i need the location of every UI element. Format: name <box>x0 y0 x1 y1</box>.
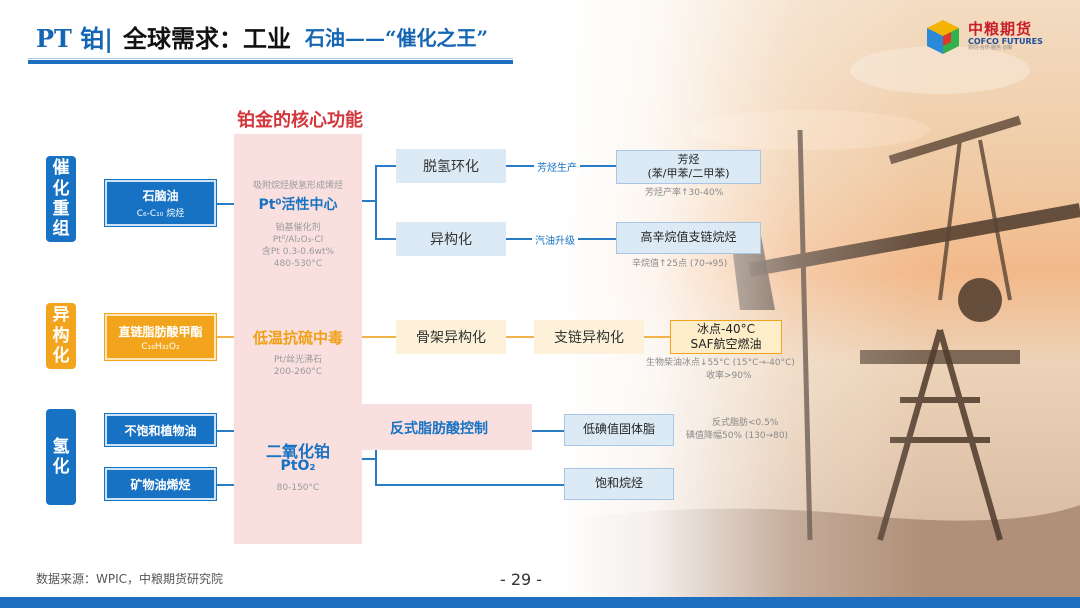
title-divider-thin <box>28 58 513 59</box>
slide-title: PT 铂| 全球需求：工业 石油——“催化之王” <box>36 16 488 56</box>
input-fame: 直链脂肪酸甲酯 C₁₆H₃₂O₂ <box>105 314 216 360</box>
connector <box>216 203 234 205</box>
title-sub: 石油——“催化之王” <box>305 25 489 50</box>
step-isomer: 异构化 <box>396 222 506 256</box>
core3-title: 二氧化铂 <box>265 442 330 461</box>
core1-detail-line: 铂基催化剂 <box>275 223 321 233</box>
title-main: 全球需求：工业 <box>123 23 291 53</box>
result-aromatic: 芳烃 (苯/甲苯/二甲苯) <box>616 150 761 184</box>
title-divider <box>28 60 513 64</box>
cofco-cube-icon <box>927 20 959 54</box>
bottom-bar <box>0 597 1080 608</box>
note-octane: 辛烷值↑25点 (70→95) <box>632 259 728 269</box>
step-skeletal: 骨架异构化 <box>396 320 506 354</box>
step-trans-fat: 反式脂肪酸控制 <box>390 421 488 437</box>
result-saf-line1: 冰点-40°C <box>697 322 755 336</box>
input-veg-oil: 不饱和植物油 <box>105 414 216 446</box>
connector <box>356 336 670 338</box>
input-fame-label: 直链脂肪酸甲酯 <box>118 324 203 339</box>
connector <box>375 484 565 486</box>
connector <box>216 336 234 338</box>
connector <box>216 484 234 486</box>
result-saf: 冰点-40°C SAF航空燃油 <box>670 320 782 354</box>
input-naphtha-sub: C₆-C₁₀ 烷烃 <box>136 209 185 219</box>
connector <box>216 430 234 432</box>
photo-fade-overlay <box>560 0 1080 608</box>
label-aromatic: 芳烃生产 <box>534 159 580 174</box>
core1-detail: 铂基催化剂 Pt⁰/Al₂O₃-Cl 含Pt 0.3-0.6wt% 480-53… <box>234 222 362 271</box>
side-label-isomer: 异构化 <box>46 303 76 369</box>
core-functions-title: 铂金的核心功能 <box>237 110 363 131</box>
step-branched: 支链异构化 <box>534 320 644 354</box>
core3-formula: PtO₂ <box>280 458 316 474</box>
core2-title: 低温抗硫中毒 <box>252 329 343 347</box>
logo-name-en: COFCO FUTURES <box>968 37 1043 47</box>
connector <box>375 430 377 485</box>
core3-detail: 80-150°C <box>276 483 320 493</box>
core-functions-column <box>234 134 362 544</box>
input-naphtha-label: 石脑油 <box>142 189 179 203</box>
logo-name-cn: 中粮期货 <box>968 20 1033 39</box>
step-dehydro: 脱氢环化 <box>396 149 506 183</box>
side-label-hydro: 氢化 <box>46 409 76 505</box>
page-number: - 29 - <box>500 570 543 589</box>
cofco-logo: 中粮期货 COFCO FUTURES 协同·合作·服务·创新 <box>924 18 1043 56</box>
core2-detail: Pt/丝光沸石 200-260°C <box>234 354 362 378</box>
logo-tagline: 协同·合作·服务·创新 <box>968 45 1013 52</box>
core1-detail-line: Pt⁰/Al₂O₃-Cl <box>272 235 324 246</box>
data-source: 数据来源：WPIC，中粮期货研究院 <box>36 572 224 586</box>
trans-fat-band <box>362 404 532 450</box>
label-gasoline: 汽油升级 <box>532 232 578 247</box>
note-trans-2: 碘值降幅50% (130→80) <box>686 431 789 441</box>
title-pt: PT 铂| <box>36 23 113 53</box>
result-aromatic-sub: (苯/甲苯/二甲苯) <box>647 167 730 180</box>
connector <box>375 165 397 167</box>
note-trans-1: 反式脂肪<0.5% <box>712 418 779 428</box>
input-veg-oil-label: 不饱和植物油 <box>124 423 197 438</box>
core2-detail-line: Pt/丝光沸石 <box>274 355 322 365</box>
input-naphtha: 石脑油 C₆-C₁₀ 烷烃 <box>105 180 216 226</box>
input-fame-sub: C₁₆H₃₂O₂ <box>141 341 180 352</box>
result-saf-line2: SAF航空燃油 <box>690 337 762 351</box>
note-saf-1: 生物柴油冰点↓55°C (15°C→-40°C) <box>646 358 795 368</box>
core1-top: 吸附烷烃脱氢形成烯烃 <box>252 181 343 191</box>
note-aromatic: 芳烃产率↑30-40% <box>645 188 724 198</box>
note-saf-2: 收率>90% <box>706 371 752 381</box>
result-low-iodine: 低碘值固体脂 <box>564 414 674 446</box>
connector <box>375 238 397 240</box>
connector <box>375 165 377 239</box>
connector <box>354 200 376 202</box>
core1-title: Pt⁰活性中心 <box>258 197 338 213</box>
result-octane: 高辛烷值支链烷烃 <box>616 222 761 254</box>
core2-detail-line: 200-260°C <box>273 367 323 378</box>
input-mineral-label: 矿物油烯烃 <box>130 477 191 492</box>
core1-detail-line: 480-530°C <box>273 259 323 270</box>
core1-detail-line: 含Pt 0.3-0.6wt% <box>261 247 335 258</box>
side-label-catalytic: 催化重组 <box>46 156 76 242</box>
result-aromatic-label: 芳烃 <box>677 152 700 166</box>
connector <box>362 458 376 460</box>
result-saturated: 饱和烷烃 <box>564 468 674 500</box>
input-mineral: 矿物油烯烃 <box>105 468 216 500</box>
